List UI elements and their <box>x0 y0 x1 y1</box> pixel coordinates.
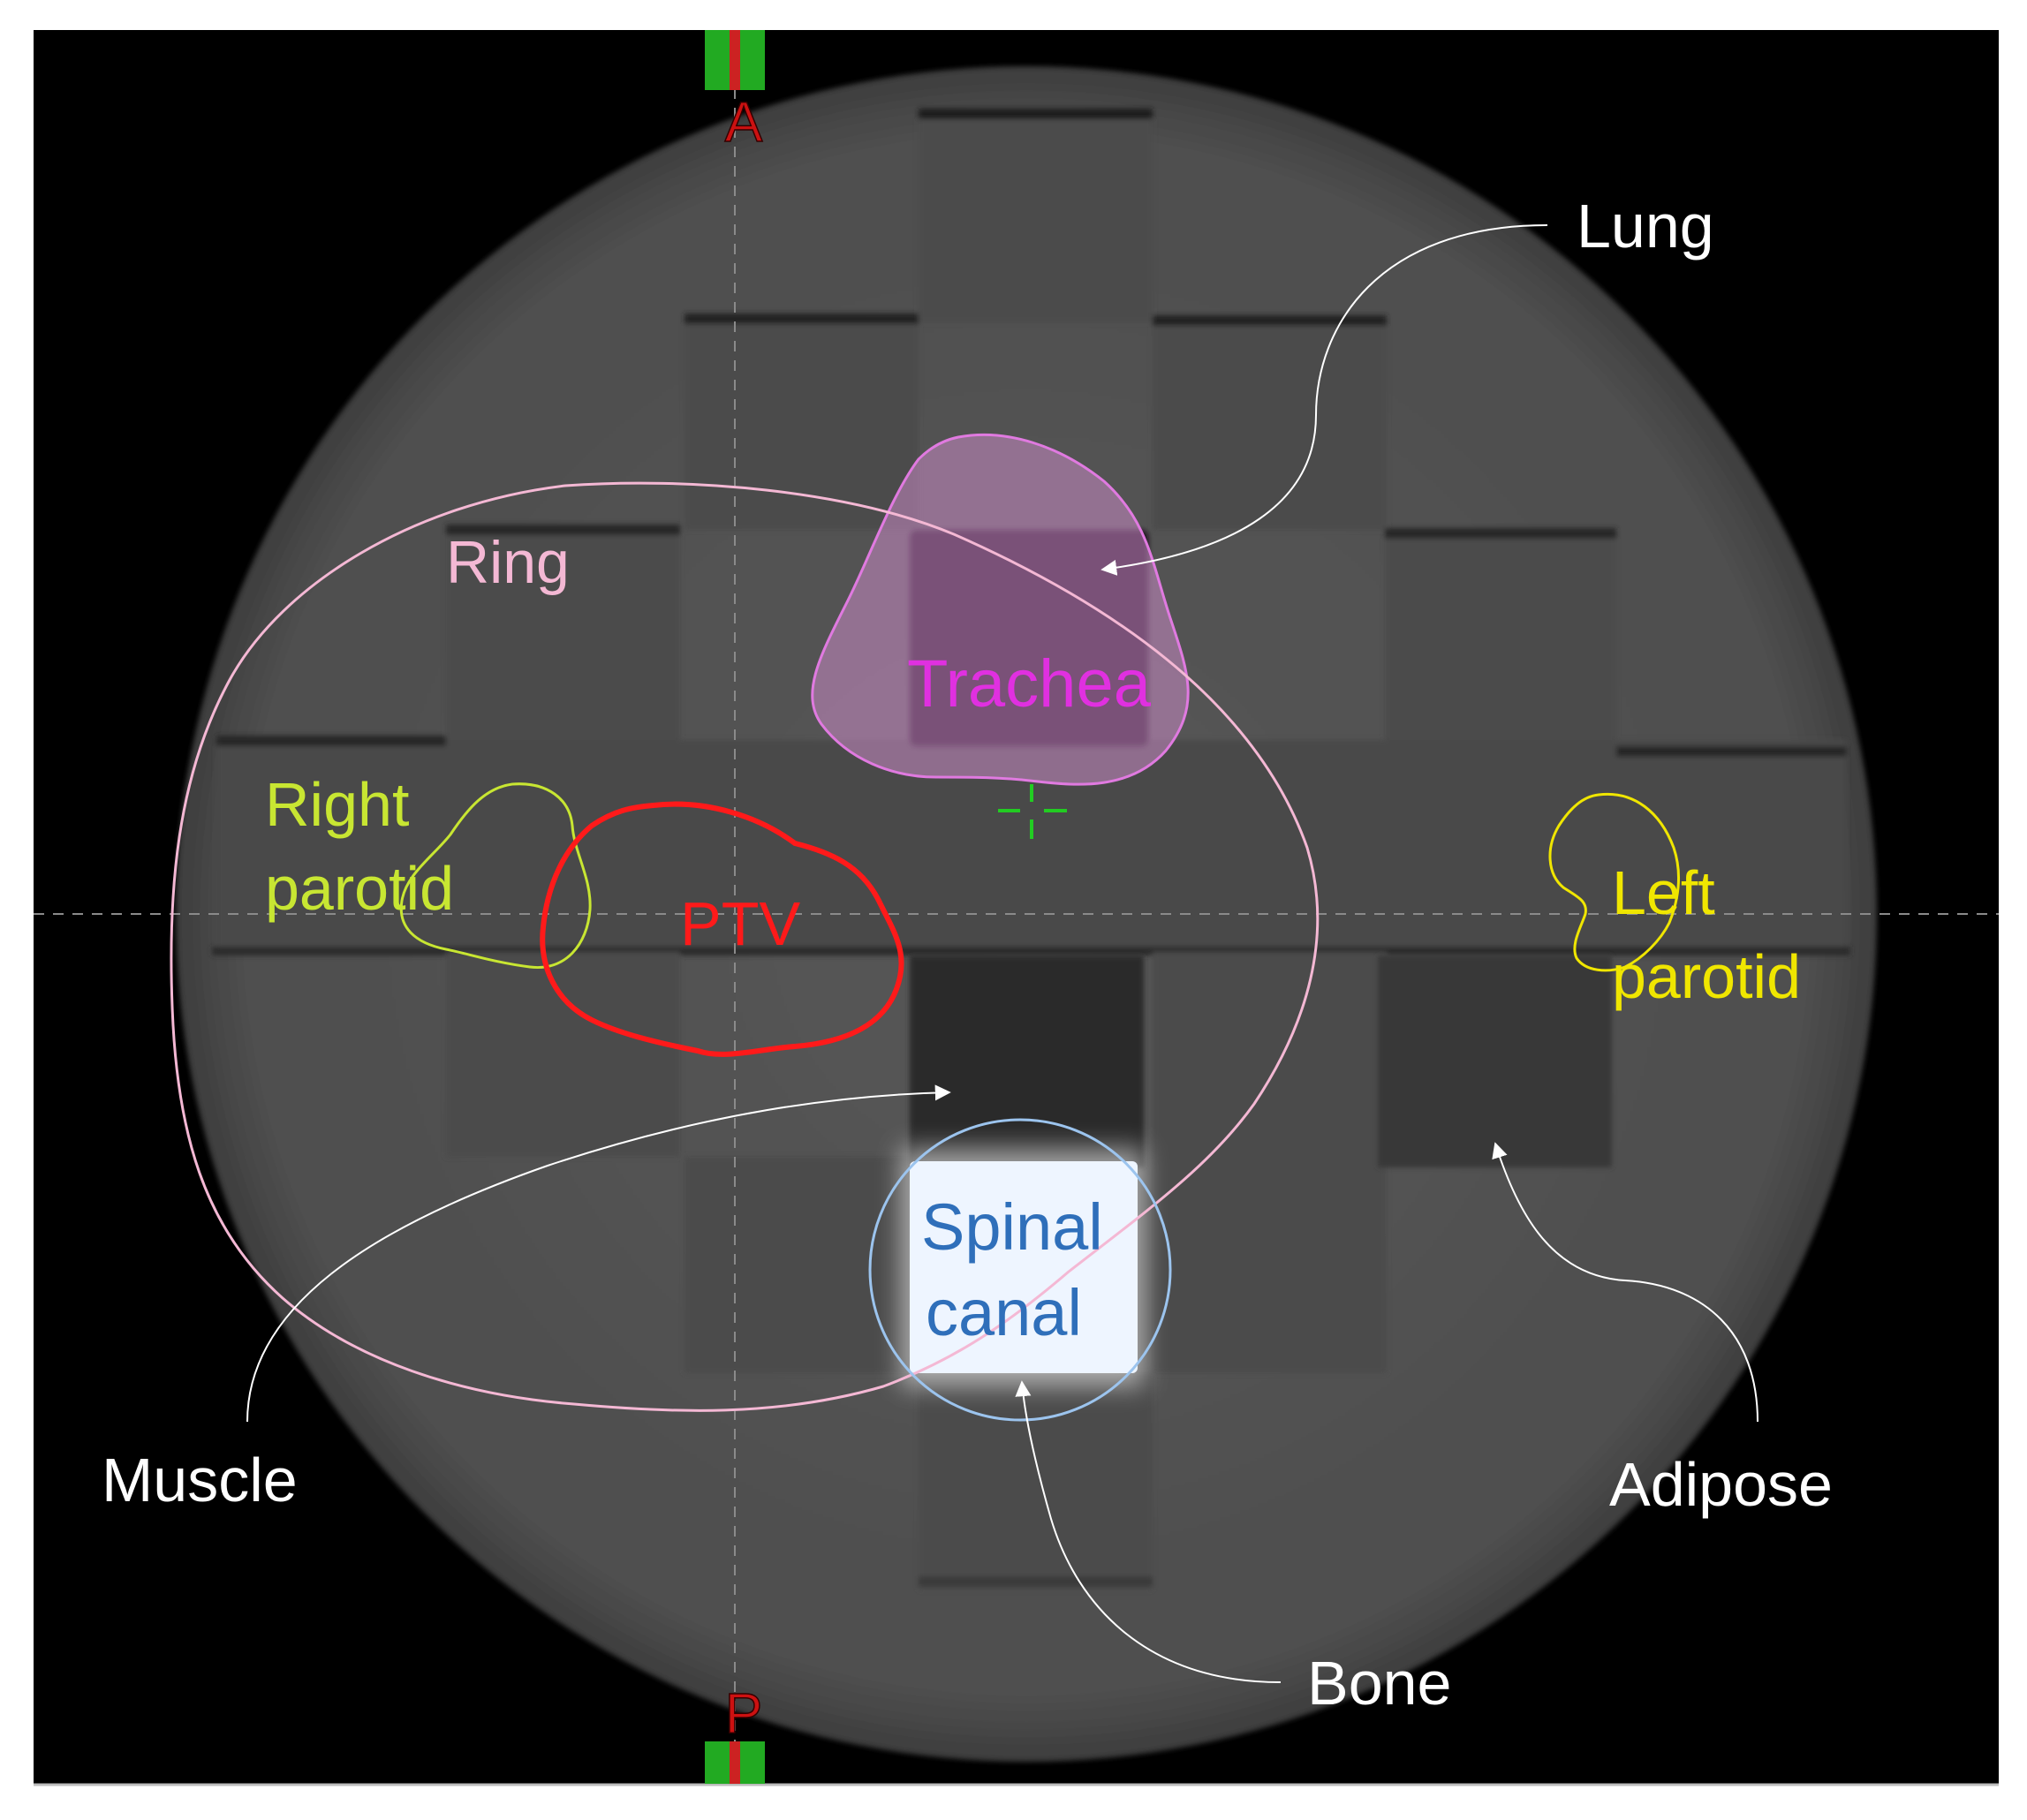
spinal-canal-contour <box>868 1118 1172 1422</box>
anterior-marker: A <box>725 90 763 154</box>
ring-contour <box>170 481 1320 1412</box>
isocenter-marker <box>998 784 1067 839</box>
adipose-arrow <box>1492 1142 1758 1423</box>
ring-label: Ring <box>446 529 570 596</box>
muscle-insert <box>910 955 1144 1167</box>
bone-insert <box>910 1161 1138 1373</box>
spinal-canal-label-line1: Spinal <box>921 1190 1103 1264</box>
left-parotid-label-line2: parotid <box>1612 942 1801 1011</box>
posterior-marker: P <box>725 1681 763 1745</box>
adipose-insert <box>1378 955 1612 1167</box>
adipose-label: Adipose <box>1609 1450 1833 1519</box>
lung-arrow <box>1100 224 1548 576</box>
bone-label: Bone <box>1307 1649 1451 1718</box>
muscle-label: Muscle <box>102 1446 298 1514</box>
right-parotid-label-line1: Right <box>265 770 409 839</box>
top-marker-bar <box>705 30 765 90</box>
ptv-contour <box>540 801 904 1057</box>
bottom-marker-bar <box>705 1741 765 1784</box>
trachea-contour <box>811 434 1190 786</box>
right-parotid-contour <box>399 782 592 970</box>
right-parotid-label-line2: parotid <box>265 854 454 923</box>
bone-arrow <box>1015 1380 1282 1683</box>
left-parotid-contour <box>1548 792 1680 972</box>
trachea-label: Trachea <box>907 646 1152 721</box>
ptv-label: PTV <box>680 889 800 958</box>
muscle-arrow <box>246 1084 951 1423</box>
left-parotid-label-line1: Left <box>1612 858 1715 927</box>
lung-label: Lung <box>1577 192 1714 261</box>
spinal-canal-label-line2: canal <box>926 1276 1082 1349</box>
